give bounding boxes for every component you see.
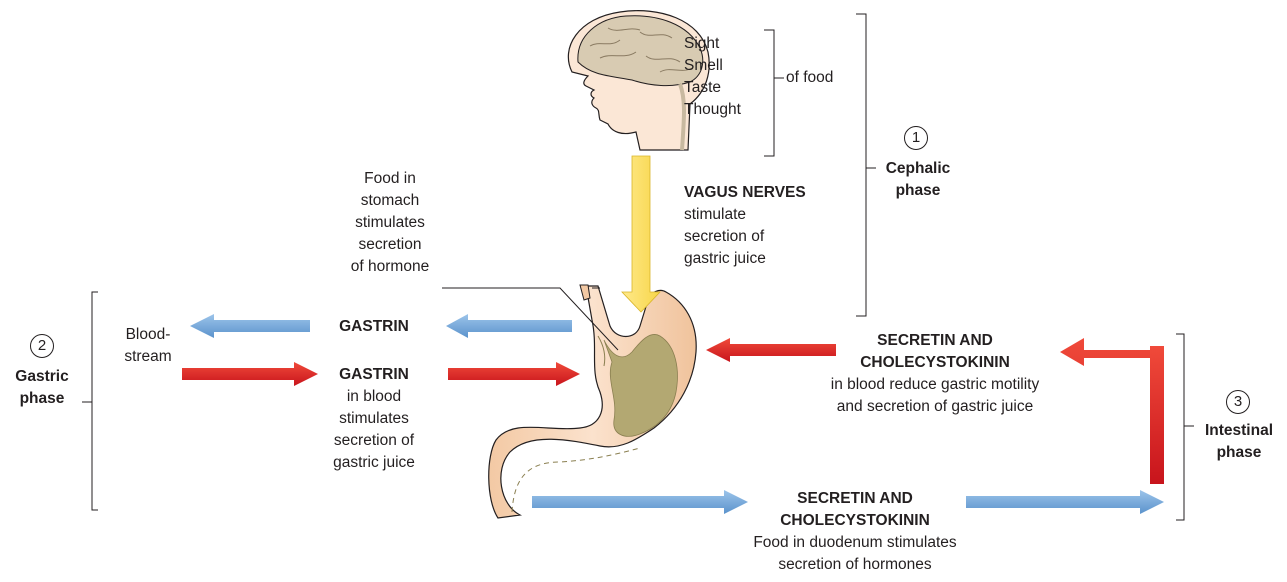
gastrin-bottom-line-4: gastric juice [318, 452, 430, 474]
cephalic-phase-line-1: Cephalic [876, 158, 960, 180]
bloodstream-line-2: stream [110, 346, 186, 368]
intestinal-phase-number: 3 [1226, 390, 1250, 414]
cephalic-bracket [856, 14, 876, 316]
food-in-stomach-text: Food in stomach stimulates secretion of … [330, 168, 450, 278]
cephalic-phase-label: Cephalic phase [876, 158, 960, 202]
intestinal-bracket [1176, 334, 1194, 520]
gastrin-blue-arrow-left [190, 314, 310, 338]
secretin-bottom-text: SECRETIN AND CHOLECYSTOKININ Food in duo… [710, 488, 1000, 576]
gastrin-top-label: GASTRIN [318, 316, 430, 338]
intestinal-phase-label: Intestinal phase [1194, 420, 1284, 464]
vagus-nerves-text: VAGUS NERVES stimulate secretion of gast… [684, 182, 806, 270]
gastric-phase-line-1: Gastric [2, 366, 82, 388]
food-in-stomach-line-1: Food in [330, 168, 450, 190]
senses-suffix: of food [786, 67, 833, 89]
gastric-phase-label: Gastric phase [2, 366, 82, 410]
vagus-line-1: stimulate [684, 204, 806, 226]
food-in-stomach-line-5: of hormone [330, 256, 450, 278]
gastrin-bottom-line-1: in blood [318, 386, 430, 408]
gastric-phase-line-2: phase [2, 388, 82, 410]
vagus-arrow [622, 156, 660, 312]
sense-sight: Sight [684, 33, 741, 55]
sense-smell: Smell [684, 55, 741, 77]
intestinal-phase-line-1: Intestinal [1194, 420, 1284, 442]
stomach-illustration [489, 285, 696, 518]
senses-list: Sight Smell Taste Thought [684, 33, 741, 121]
food-in-stomach-line-4: secretion [330, 234, 450, 256]
sense-taste: Taste [684, 77, 741, 99]
sense-thought: Thought [684, 99, 741, 121]
gastrin-blue-arrow-right [446, 314, 572, 338]
vagus-line-2: secretion of [684, 226, 806, 248]
gastric-phase-number: 2 [30, 334, 54, 358]
vagus-nerves-title: VAGUS NERVES [684, 182, 806, 204]
intestinal-phase-line-2: phase [1194, 442, 1284, 464]
secretin-top-line-1: in blood reduce gastric motility [790, 374, 1080, 396]
gastrin-bottom-line-3: secretion of [318, 430, 430, 452]
senses-bracket [764, 30, 784, 156]
bloodstream-text: Blood- stream [110, 324, 186, 368]
gastrin-red-arrow-left [182, 362, 318, 386]
gastric-bracket [82, 292, 98, 510]
intestinal-red-elbow-stem [1150, 346, 1164, 484]
bloodstream-line-1: Blood- [110, 324, 186, 346]
cephalic-phase-line-2: phase [876, 180, 960, 202]
secretin-top-title-1: SECRETIN AND [790, 330, 1080, 352]
food-in-stomach-line-3: stimulates [330, 212, 450, 234]
secretin-top-text: SECRETIN AND CHOLECYSTOKININ in blood re… [790, 330, 1080, 418]
secretin-bottom-line-1: Food in duodenum stimulates [710, 532, 1000, 554]
gastrin-bottom-line-2: stimulates [318, 408, 430, 430]
food-in-stomach-line-2: stomach [330, 190, 450, 212]
secretin-bottom-line-2: secretion of hormones [710, 554, 1000, 576]
secretin-bottom-title-2: CHOLECYSTOKININ [710, 510, 1000, 532]
gastrin-bottom-text: GASTRIN in blood stimulates secretion of… [318, 364, 430, 474]
gastrin-red-arrow-right [448, 362, 580, 386]
secretin-bottom-title-1: SECRETIN AND [710, 488, 1000, 510]
gastrin-bottom-title: GASTRIN [318, 364, 430, 386]
secretin-top-title-2: CHOLECYSTOKININ [790, 352, 1080, 374]
secretin-top-line-2: and secretion of gastric juice [790, 396, 1080, 418]
cephalic-phase-number: 1 [904, 126, 928, 150]
vagus-line-3: gastric juice [684, 248, 806, 270]
